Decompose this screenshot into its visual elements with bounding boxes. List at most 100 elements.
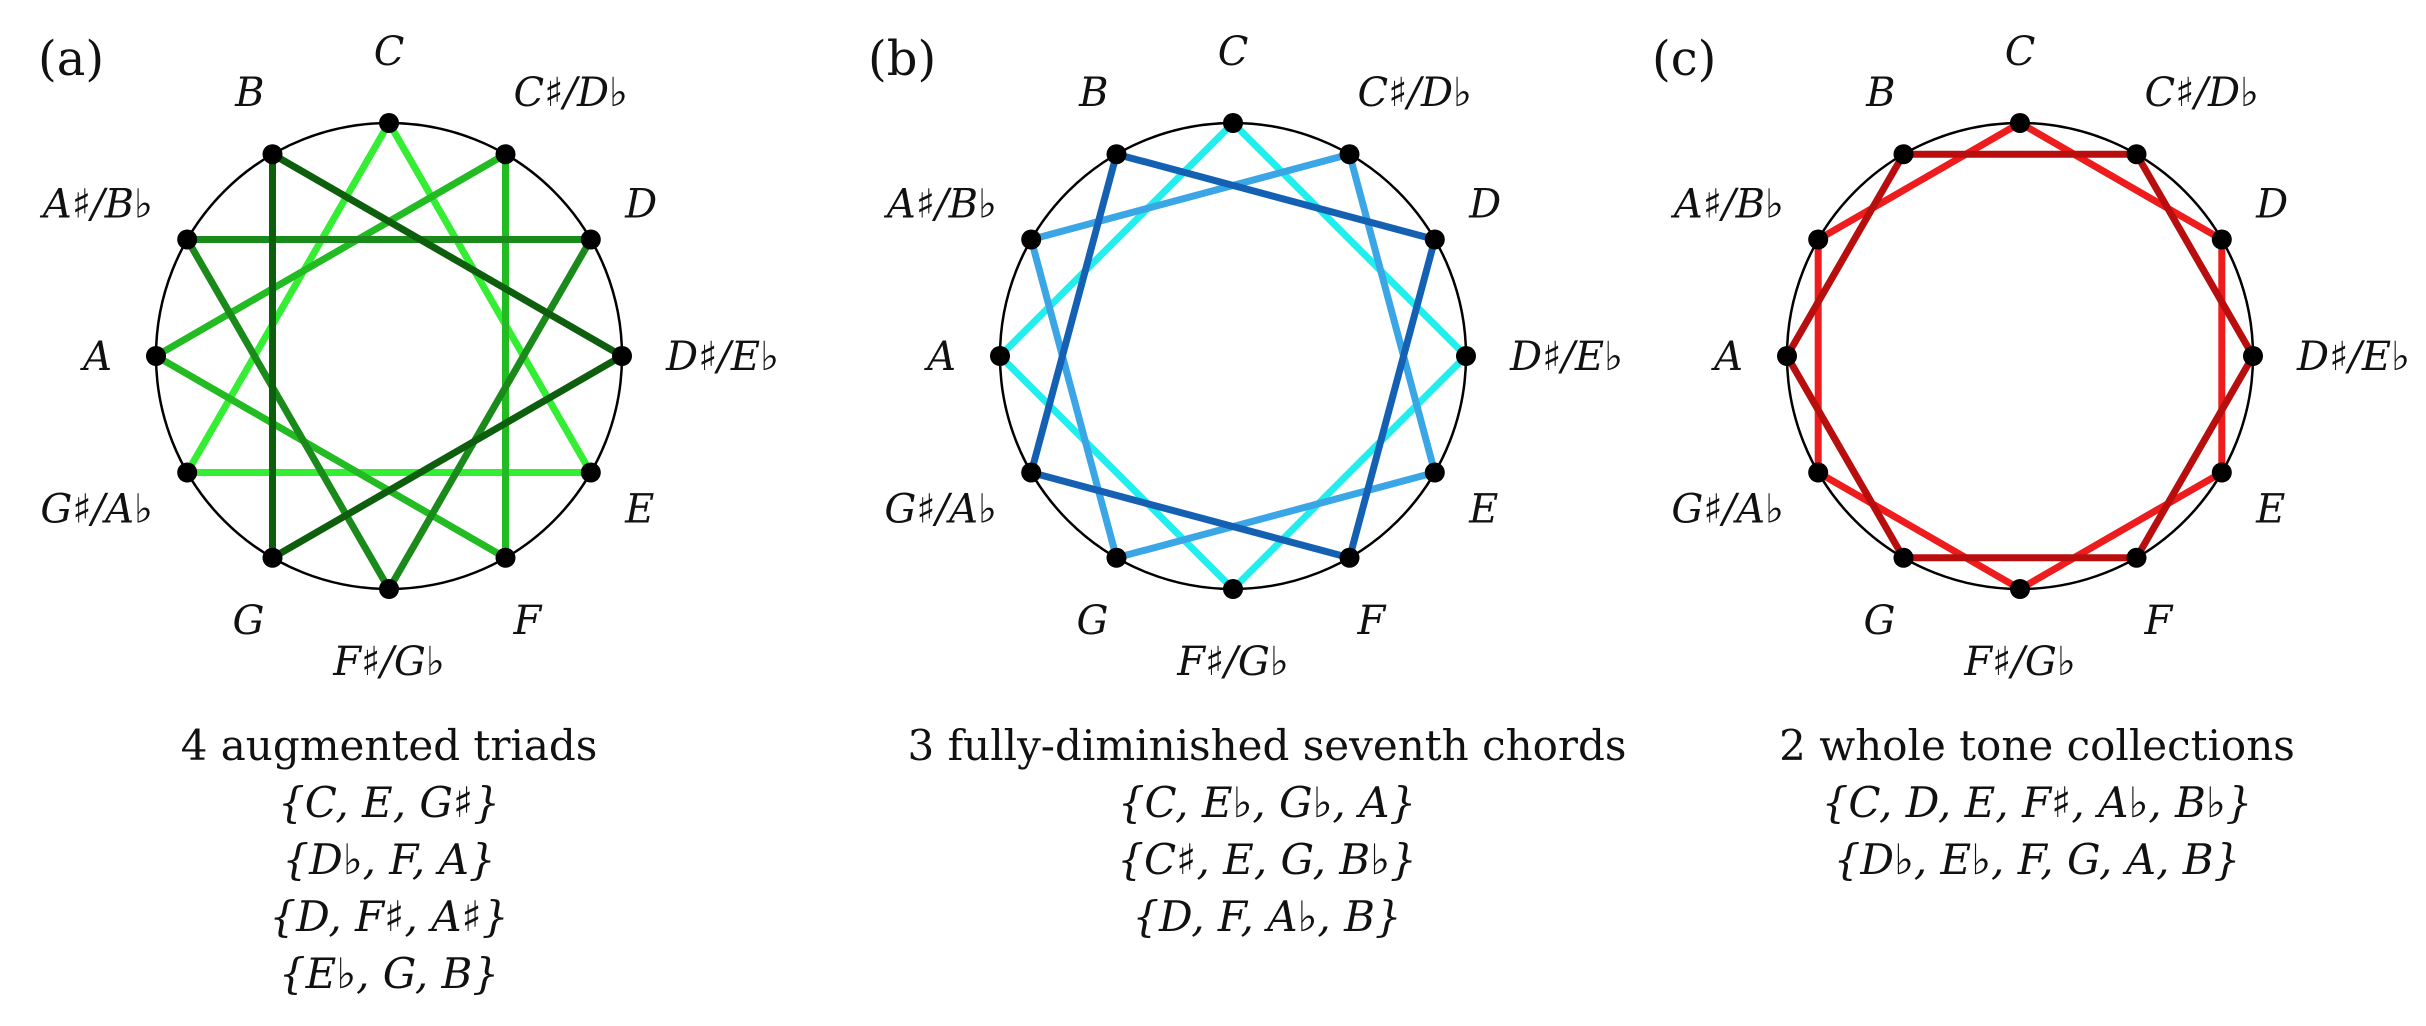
- note-label: D♯/E♭: [1509, 334, 1623, 380]
- note-label: G: [1077, 598, 1109, 644]
- caption-pitch-set: {C, E♭, G♭, A}: [1118, 778, 1416, 827]
- pitch-node: [1339, 144, 1360, 165]
- note-label: C: [2005, 29, 2036, 75]
- panel-letter: (c): [1652, 31, 1716, 87]
- pitch-set-polygon-2: [183, 236, 595, 593]
- pitch-set-polygon-0: [996, 119, 1470, 593]
- pitch-node: [262, 144, 283, 165]
- pitch-node: [1808, 229, 1829, 250]
- caption-pitch-set: {C♯, E, G, B♭}: [1117, 835, 1416, 884]
- pitch-node: [1456, 346, 1476, 366]
- note-label: D: [624, 182, 657, 228]
- caption-pitch-set: {D, F, A♭, B}: [1132, 892, 1401, 941]
- pitch-node: [1021, 462, 1042, 483]
- note-label: B: [1865, 70, 1895, 116]
- pitch-node: [1106, 144, 1127, 165]
- pitch-node: [580, 229, 601, 250]
- note-label: F♯/G♭: [1176, 639, 1288, 685]
- pitch-node: [1339, 547, 1360, 568]
- caption-pitch-set: {D♭, E♭, F, G, A, B}: [1834, 835, 2241, 884]
- pitch-node: [990, 346, 1010, 366]
- pitch-set-polygon-1: [152, 150, 509, 562]
- pitch-circle: [998, 121, 1468, 591]
- panel-0: (a) C C♯/D♭ D D♯/E♭ E F F♯/G♭ G G♯/A♭ A A♯/B♭ B 4 aug…: [38, 29, 779, 998]
- pitch-circle: [1785, 121, 2255, 591]
- note-label: E: [2255, 487, 2285, 533]
- note-label: C♯/D♭: [2145, 70, 2259, 116]
- pitch-node: [379, 579, 399, 599]
- note-label: A: [923, 334, 956, 380]
- pitch-node: [1777, 346, 1797, 366]
- pitch-set-polygon-3: [269, 150, 626, 562]
- note-label: D♯/E♭: [665, 334, 779, 380]
- pitch-node: [612, 346, 632, 366]
- note-label: D: [2255, 182, 2288, 228]
- pitch-node: [2243, 346, 2263, 366]
- pitch-node: [495, 144, 516, 165]
- note-label: G♯/A♭: [1671, 487, 1784, 533]
- note-label: F: [513, 598, 543, 644]
- note-label: A♯/B♭: [39, 182, 153, 228]
- panel-1: (b)CC♯/D♭DD♯/E♭EFF♯/G♭GG♯/A♭AA♯/B♭B3 ful…: [868, 29, 1626, 941]
- note-label: A: [79, 334, 112, 380]
- pitch-set-polygon-2: [1027, 150, 1439, 562]
- note-label: G: [1864, 598, 1896, 644]
- caption-pitch-set: {C, E, G♯}: [278, 778, 500, 827]
- caption-title: 3 fully-diminished seventh chords: [908, 721, 1627, 770]
- note-label: D♯/E♭: [2296, 334, 2410, 380]
- pitch-node: [495, 547, 516, 568]
- pitch-node: [2211, 229, 2232, 250]
- note-label: F♯/G♭: [1963, 639, 2075, 685]
- note-label: F♯/G♭: [332, 639, 444, 685]
- pitch-node: [379, 113, 399, 133]
- pitch-node: [1808, 462, 1829, 483]
- pitch-node: [1106, 547, 1127, 568]
- caption-pitch-set: {D, F♯, A♯}: [269, 892, 508, 941]
- pitch-set-polygon-0: [183, 119, 595, 476]
- pitch-set-polygon-1: [1027, 150, 1439, 562]
- pitch-node: [146, 346, 166, 366]
- note-label: C♯/D♭: [514, 70, 628, 116]
- note-label: D: [1468, 182, 1501, 228]
- pitch-node: [580, 462, 601, 483]
- pitch-node: [2010, 113, 2030, 133]
- caption-pitch-set: {D♭, F, A}: [282, 835, 495, 884]
- pitch-node: [177, 229, 198, 250]
- panel-letter: (a): [38, 31, 104, 87]
- pitch-node: [1223, 113, 1243, 133]
- pitch-node: [1021, 229, 1042, 250]
- caption-pitch-set: {E♭, G, B}: [279, 949, 499, 998]
- panel-2: (c) C C♯/D♭ D D♯/E♭ E F F♯/G♭ G G♯/A♭ A A♯/B♭ B 2 who…: [1652, 29, 2410, 884]
- pitch-node: [2010, 579, 2030, 599]
- pitch-node: [1424, 462, 1445, 483]
- note-label: C♯/D♭: [1358, 70, 1472, 116]
- pitch-node: [1424, 229, 1445, 250]
- note-label: F: [1357, 598, 1387, 644]
- note-label: A: [1710, 334, 1743, 380]
- note-label: B: [1078, 70, 1108, 116]
- caption-pitch-set: {C, D, E, F♯, A♭, B♭}: [1822, 778, 2253, 827]
- note-label: E: [624, 487, 654, 533]
- pitch-node: [2211, 462, 2232, 483]
- note-label: A♯/B♭: [1670, 182, 1784, 228]
- note-label: C: [374, 29, 405, 75]
- pitch-node: [177, 462, 198, 483]
- note-label: A♯/B♭: [883, 182, 997, 228]
- note-label: G: [233, 598, 265, 644]
- pitch-node: [1893, 547, 1914, 568]
- note-label: E: [1468, 487, 1498, 533]
- pitch-node: [1893, 144, 1914, 165]
- note-label: G♯/A♭: [40, 487, 153, 533]
- note-label: G♯/A♭: [884, 487, 997, 533]
- pitch-node: [1223, 579, 1243, 599]
- note-label: B: [234, 70, 264, 116]
- caption-title: 2 whole tone collections: [1779, 721, 2295, 770]
- caption-title: 4 augmented triads: [181, 721, 598, 770]
- pitch-node: [2126, 547, 2147, 568]
- panel-letter: (b): [868, 31, 936, 87]
- note-label: F: [2144, 598, 2174, 644]
- pitch-node: [262, 547, 283, 568]
- pitch-node: [2126, 144, 2147, 165]
- pitch-circle: [154, 121, 624, 591]
